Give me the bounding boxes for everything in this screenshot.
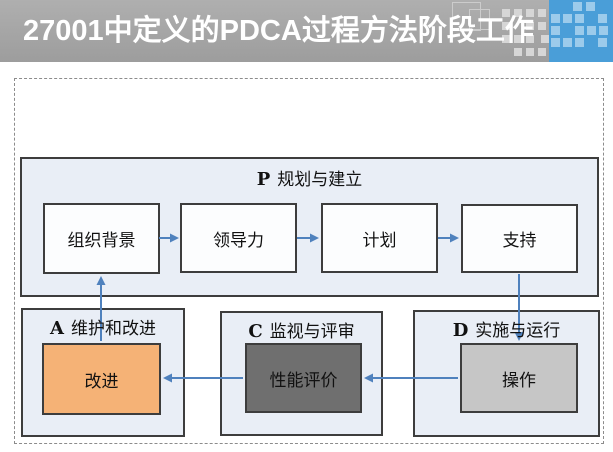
node-operation: 操作 [460, 343, 578, 413]
slide-title-bar: 27001中定义的PDCA过程方法阶段工作 [0, 0, 613, 62]
act-title: 维护和改进 [70, 319, 156, 339]
decor-square [526, 48, 534, 56]
decor-outline-square [452, 2, 481, 31]
decor-square [563, 38, 572, 47]
decor-square [575, 26, 584, 35]
do-title: 实施与运行 [475, 321, 561, 341]
decor-outline-square [469, 9, 490, 30]
decor-square [551, 38, 560, 47]
diagram-frame [14, 78, 604, 444]
decor-square [563, 14, 572, 23]
act-letter: A [50, 318, 64, 339]
check-section-label: C 监视与评审 [222, 317, 381, 342]
check-title: 监视与评审 [269, 322, 355, 342]
decor-square [551, 26, 560, 35]
decor-square [586, 2, 595, 11]
do-section-label: D 实施与运行 [415, 316, 598, 341]
decor-square [551, 14, 560, 23]
decor-square [587, 26, 596, 35]
decor-square [502, 35, 510, 43]
step-org-context: 组织背景 [43, 203, 160, 274]
step-support: 支持 [461, 204, 578, 273]
decor-square [598, 38, 607, 47]
act-section-label: A 维护和改进 [23, 314, 183, 339]
step-leadership: 领导力 [180, 203, 297, 273]
decor-square [526, 9, 534, 17]
decor-square [538, 22, 546, 30]
decor-square [575, 14, 584, 23]
decor-square [526, 22, 534, 30]
node-performance-eval: 性能评价 [245, 343, 362, 413]
decor-square [538, 9, 546, 17]
decor-square [514, 48, 522, 56]
decor-square [538, 48, 546, 56]
slide-title: 27001中定义的PDCA过程方法阶段工作 [23, 15, 534, 47]
decor-square [598, 14, 607, 23]
plan-title: 规划与建立 [277, 170, 363, 190]
do-letter: D [452, 320, 469, 341]
decor-square [573, 2, 582, 11]
node-improve: 改进 [42, 343, 161, 415]
decor-square [526, 35, 534, 43]
decor-square [502, 22, 510, 30]
decor-square [599, 26, 608, 35]
step-planning: 计划 [321, 203, 438, 273]
decor-square [514, 9, 522, 17]
decor-square [575, 38, 584, 47]
plan-section-label: P 规划与建立 [22, 165, 597, 190]
check-letter: C [248, 321, 263, 342]
plan-letter: P [256, 169, 271, 190]
decor-square [514, 35, 522, 43]
decor-square [541, 35, 549, 43]
decor-square [502, 9, 510, 17]
